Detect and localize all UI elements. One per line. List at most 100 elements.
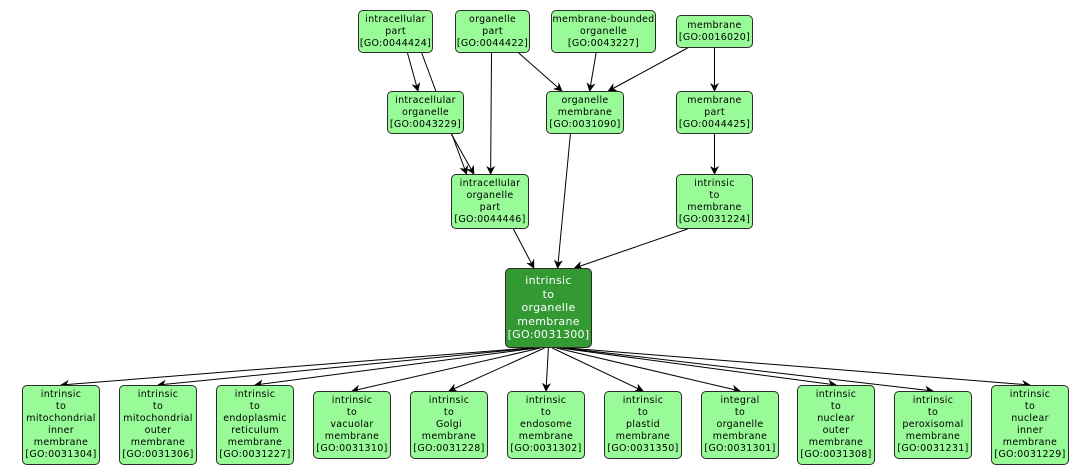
go-term-label-line: intrinsic	[622, 395, 664, 406]
go-term-label-line: to	[709, 189, 720, 201]
go-term-label-line: membrane-bounded	[552, 13, 655, 25]
go-term-id: [GO:0031300]	[507, 328, 590, 342]
go-term-label-line: outer	[144, 425, 172, 436]
go-term-label-line: membrane	[517, 314, 580, 328]
is-a-edge	[450, 133, 475, 175]
go-term-label-line: membrane	[557, 106, 613, 118]
go-term-label-line: membrane	[687, 201, 742, 213]
go-term-id: [GO:0031301]	[704, 443, 776, 454]
go-term-id: [GO:0031310]	[316, 443, 388, 454]
go-term-label-line: membrane	[33, 437, 89, 448]
go-term-label-line: to	[346, 407, 358, 418]
go-term-label-line: Golgi	[436, 419, 462, 430]
go-term-id: [GO:0043227]	[567, 37, 640, 49]
go-term-id: [GO:0031090]	[549, 118, 621, 130]
go-term-label-line: integral	[720, 395, 760, 406]
go-term-label-line: part	[385, 25, 406, 37]
is-a-edge	[567, 347, 1031, 389]
go-term-label-line: organelle	[466, 189, 514, 201]
is-a-edge	[556, 347, 741, 394]
go-term-id: [GO:0031308]	[800, 449, 872, 460]
go-term-label-line: organelle	[468, 13, 517, 25]
go-term-label-line: membrane	[421, 431, 477, 442]
go-term-label-line: nuclear	[817, 413, 855, 424]
go-term-label-line: part	[704, 106, 725, 118]
is-a-edge	[552, 347, 644, 392]
go-term-label-line: to	[830, 401, 842, 412]
go-term-id: [GO:0044422]	[456, 37, 529, 49]
go-term-label-line: membrane	[130, 437, 186, 448]
go-term-label-line: nuclear	[1011, 413, 1049, 424]
go-term-label-line: intrinsic	[137, 389, 179, 400]
is-a-edge	[254, 347, 537, 389]
go-term-label-line: to	[152, 401, 164, 412]
is-a-edge	[351, 347, 541, 394]
go-term-id: [GO:0031302]	[510, 443, 582, 454]
go-term-id: [GO:0031231]	[897, 443, 969, 454]
go-term-label-line: reticulum	[231, 425, 279, 436]
go-term-label-line: intrinsic	[815, 389, 857, 400]
go-term-label-line: part	[482, 25, 503, 37]
go-term-label-line: membrane	[687, 19, 742, 31]
go-term-label-line: intrinsic	[525, 395, 567, 406]
go-term-label-line: organelle	[561, 94, 609, 106]
go-term-label-line: inner	[48, 425, 74, 436]
go-term-label-line: endosome	[520, 419, 572, 430]
go-term-label-line: vacuolar	[330, 419, 374, 430]
is-a-edge	[553, 133, 571, 269]
go-term-label-line: membrane	[518, 431, 574, 442]
is-a-edge	[448, 347, 545, 392]
is-a-edge	[518, 52, 563, 92]
go-term-label-line: to	[734, 407, 746, 418]
go-term-label-line: intrinsic	[525, 274, 572, 288]
go-term-label-line: mitochondrial	[123, 413, 193, 424]
go-term-label-line: membrane	[1002, 437, 1058, 448]
go-term-label-line: membrane	[227, 437, 283, 448]
go-term-label-line: intrinsic	[40, 389, 82, 400]
go-term-label-line: intrinsic	[912, 395, 954, 406]
go-term-label-line: membrane	[615, 431, 671, 442]
go-term-label-line: to	[443, 407, 455, 418]
go-term-label-line: to	[55, 401, 67, 412]
go-term-id: [GO:0031227]	[219, 449, 291, 460]
go-term-label-line: to	[249, 401, 261, 412]
go-term-id: [GO:0031304]	[25, 449, 97, 460]
go-term-label-line: intrinsic	[1009, 389, 1051, 400]
is-a-edge	[573, 228, 688, 270]
go-term-label-line: to	[540, 407, 552, 418]
go-term-label-line: membrane	[687, 94, 742, 106]
is-a-edge	[486, 52, 496, 175]
go-term-label-line: intrinsic	[428, 395, 470, 406]
go-term-id: [GO:0031229]	[994, 449, 1066, 460]
go-term-label-line: plastid	[626, 419, 660, 430]
go-term-id: [GO:0044425]	[678, 118, 751, 130]
go-term-label-line: organelle	[401, 106, 450, 118]
go-term-id: [GO:0016020]	[678, 31, 751, 43]
go-term-node[interactable]: membrane[GO:0016020]	[676, 15, 753, 48]
go-term-id: [GO:0031350]	[607, 443, 679, 454]
is-a-edge	[563, 347, 934, 395]
go-term-label-line: organelle	[521, 301, 576, 315]
is-a-edge	[586, 52, 597, 92]
